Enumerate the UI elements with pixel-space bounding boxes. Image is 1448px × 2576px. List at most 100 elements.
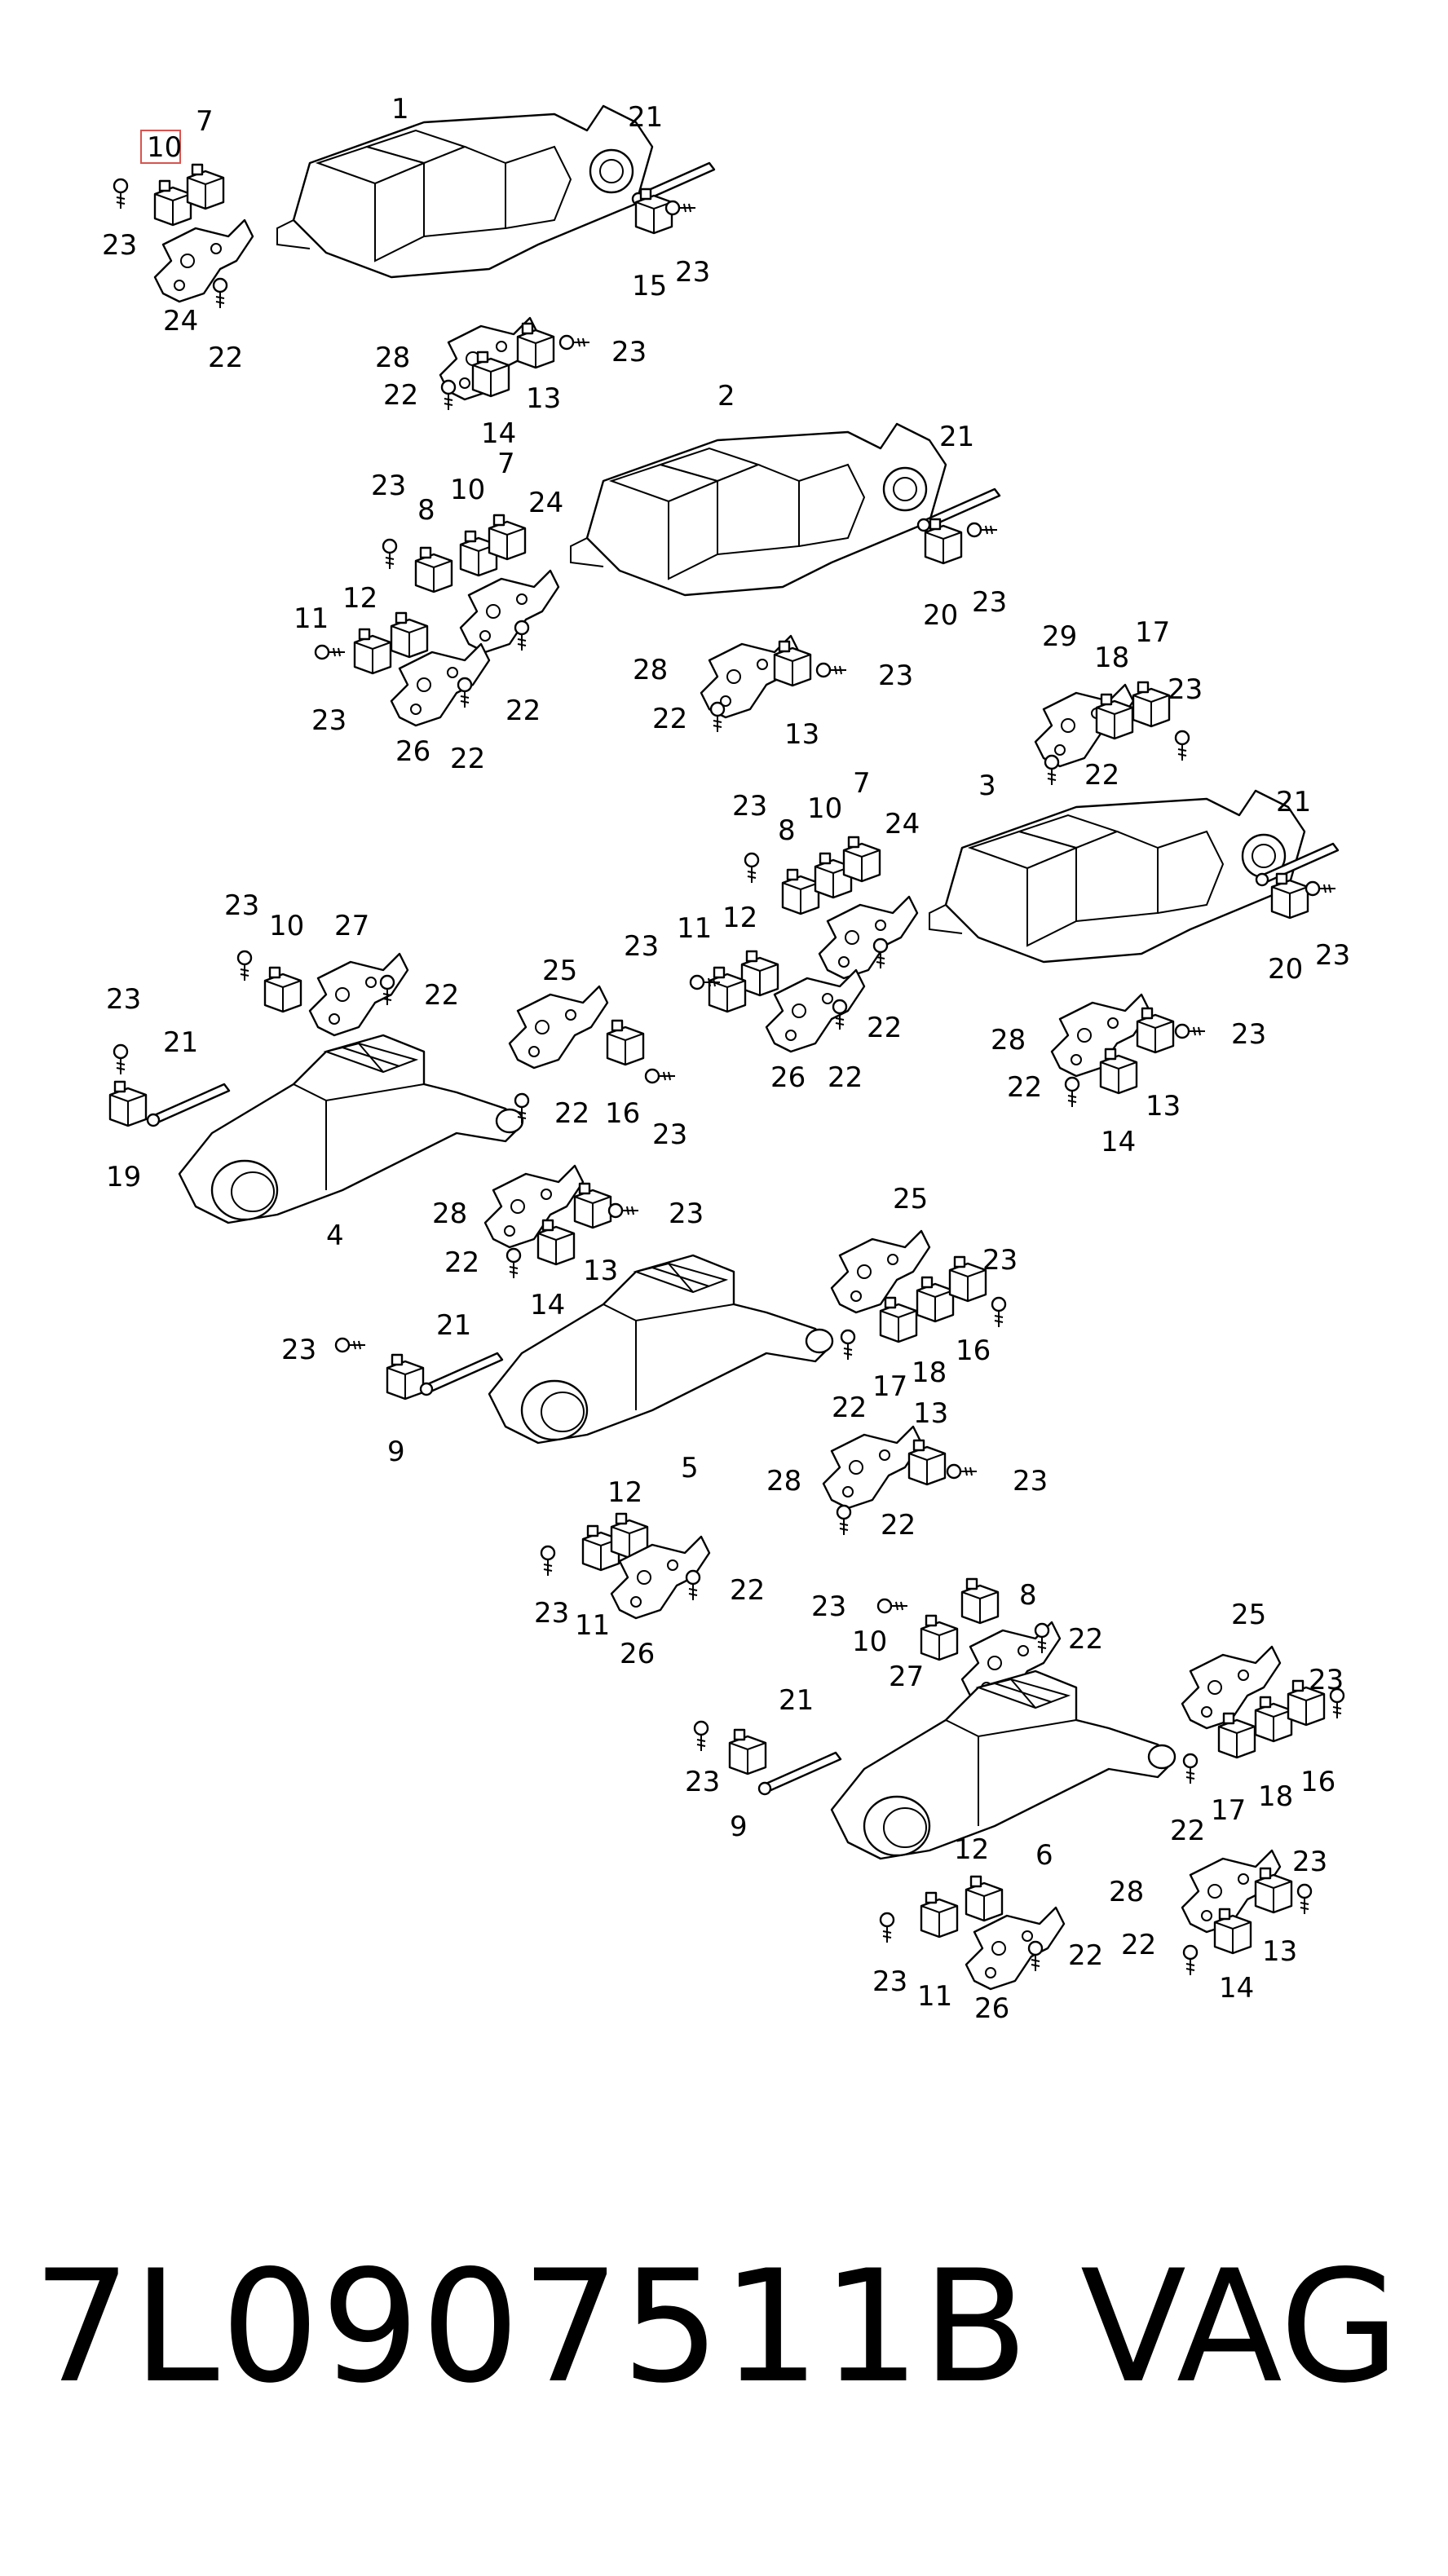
callout: 17 [1135,616,1170,649]
callout: 23 [652,1118,687,1151]
callout: 22 [444,1246,479,1279]
assembly-group-6: 23 8 10 22 27 25 23 22 17 18 16 23 21 9 … [685,1577,1345,2025]
callout: 28 [766,1465,801,1498]
brand-label: VAG [1080,2237,1400,2417]
part-number: 7L0907511B [33,2237,1031,2417]
callout: 28 [633,654,668,686]
callout: 23 [972,586,1007,619]
callout: 25 [1231,1599,1266,1631]
callout: 13 [784,718,819,751]
callout: 18 [912,1356,947,1389]
callout: 3 [978,770,996,802]
callout: 22 [505,695,541,727]
callout: 29 [1042,620,1077,653]
callout: 21 [436,1309,471,1342]
callout: 14 [530,1289,565,1321]
callout: 23 [1231,1018,1266,1051]
callout: 16 [1300,1766,1335,1798]
callout: 22 [1068,1623,1103,1656]
callout: 22 [450,743,485,775]
callout: 23 [611,336,647,368]
callout: 23 [534,1597,569,1630]
callout: 13 [583,1255,618,1287]
callout: 22 [652,703,687,735]
callout: 12 [722,902,757,934]
callout: 23 [685,1766,720,1798]
exploded-parts-diagram: 10 7 1 23 24 22 21 15 23 28 22 14 13 23 [102,93,1350,2025]
assembly-group-3: 29 18 17 23 22 3 23 8 10 7 24 12 11 23 2… [624,616,1350,1158]
callout: 13 [1146,1090,1181,1123]
callout: 27 [334,910,369,942]
callout: 8 [417,494,435,527]
callout: 8 [778,814,796,847]
assembly-group-4: 23 10 27 22 23 21 19 4 25 22 16 23 [106,889,687,1252]
callout: 10 [450,474,485,506]
callout: 22 [828,1061,863,1094]
callout: 23 [732,790,767,823]
callout: 16 [605,1097,640,1130]
callout: 10 [852,1625,887,1658]
callout: 21 [163,1026,198,1059]
callout: 11 [917,1980,952,2013]
assembly-group-2: 2 23 8 10 7 24 12 11 23 26 22 22 28 22 1… [294,380,1007,775]
callout: 11 [294,602,329,635]
callout: 7 [497,448,515,480]
callout: 13 [1262,1935,1297,1968]
callout: 22 [1084,759,1119,792]
callout: 28 [375,342,410,374]
callout: 15 [632,270,667,302]
callout: 22 [208,342,243,374]
callout: 16 [956,1334,991,1367]
callout: 18 [1094,642,1129,674]
callout: 28 [432,1198,467,1230]
callout: 26 [395,735,430,768]
callout: 23 [371,470,406,502]
callout: 22 [730,1574,765,1607]
callout: 23 [281,1334,316,1366]
callout: 24 [885,808,920,840]
callout: 6 [1035,1839,1053,1872]
callout: 28 [1109,1876,1144,1908]
callout: 25 [893,1183,928,1215]
callout: 19 [106,1161,141,1193]
callout: 13 [913,1397,948,1430]
callout: 22 [881,1509,916,1542]
callout: 7 [196,105,214,138]
callout: 23 [1292,1846,1327,1878]
callout: 24 [528,487,563,519]
callout: 10 [269,910,304,942]
callout: 22 [832,1392,867,1424]
callout: 5 [681,1452,699,1484]
callout: 23 [224,889,259,922]
callout: 11 [677,912,712,945]
callout: 23 [1309,1664,1344,1696]
callout: 26 [620,1638,655,1670]
callout: 22 [1170,1815,1205,1847]
callout-10-highlighted: 10 [147,131,182,164]
assembly-group-1: 10 7 1 23 24 22 21 15 23 28 22 14 13 23 [102,93,716,450]
callout: 17 [872,1370,907,1403]
callout: 14 [481,417,516,450]
callout: 23 [1315,939,1350,972]
callout: 25 [542,955,577,987]
callout: 22 [424,979,459,1012]
callout: 20 [1268,953,1303,986]
callout: 23 [102,229,137,262]
callout: 20 [923,599,958,632]
callout: 21 [939,421,974,453]
callout: 17 [1211,1794,1246,1827]
callout: 23 [624,930,659,963]
callout: 4 [326,1220,344,1252]
callout: 23 [1013,1465,1048,1498]
callout: 28 [991,1024,1026,1056]
callout: 26 [974,1992,1009,2025]
callout: 1 [391,93,409,126]
callout: 21 [1276,786,1311,818]
callout: 12 [342,582,377,615]
callout: 27 [889,1661,924,1693]
callout: 7 [853,767,871,800]
callout: 12 [954,1833,989,1866]
callout: 22 [1068,1939,1103,1972]
callout: 9 [387,1436,405,1468]
callout: 11 [575,1609,610,1642]
